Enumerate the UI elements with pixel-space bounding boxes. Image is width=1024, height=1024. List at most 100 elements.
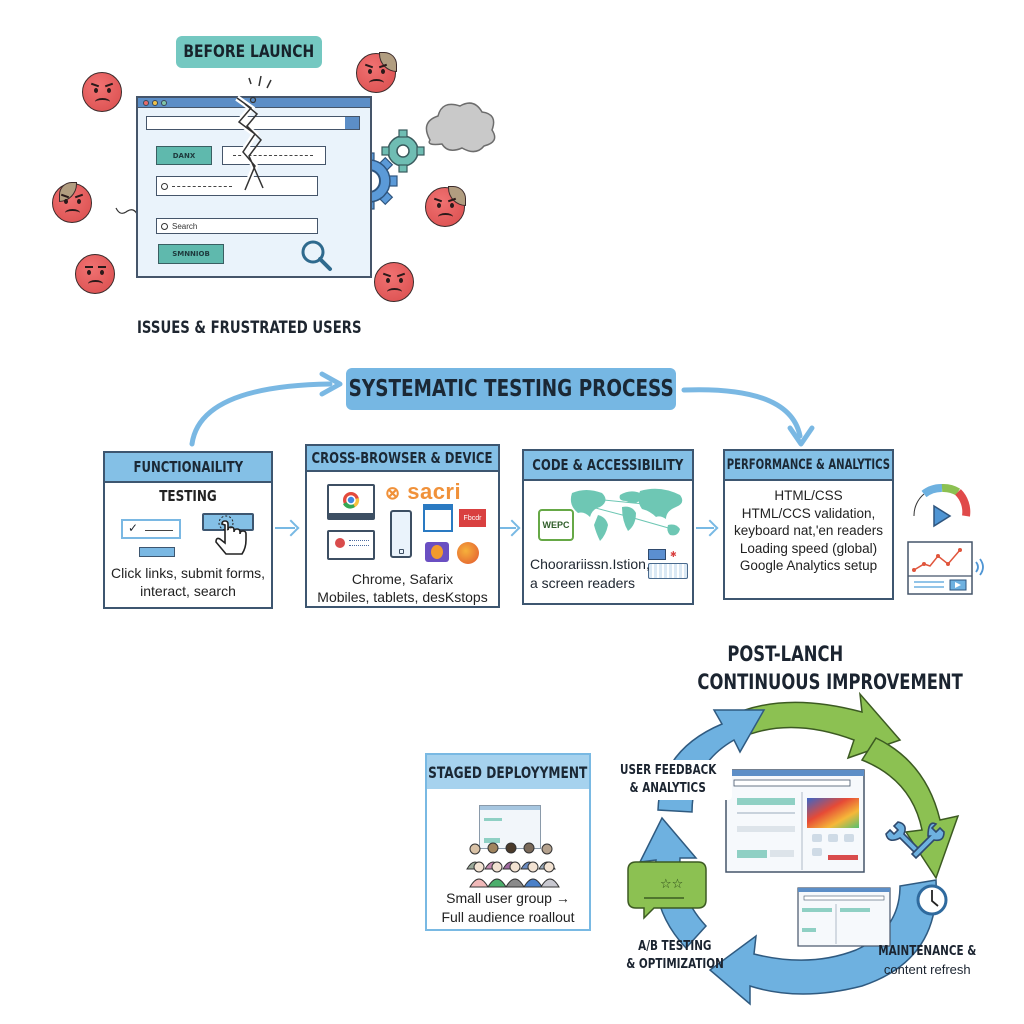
step-performance-analytics: PERFORMANCE & ANALYTICS HTML/CSS HTML/CC… bbox=[723, 449, 894, 600]
placeholder-line bbox=[172, 185, 232, 187]
label-maintenance: MAINTENANCE & content refresh bbox=[866, 943, 989, 979]
tile-text: Fbcdr bbox=[463, 514, 482, 522]
home-button bbox=[399, 549, 404, 554]
mock-button-bottom: SMNNIOB bbox=[158, 244, 224, 264]
step-title: CROSS-BROWSER & DEVICE bbox=[312, 449, 493, 467]
eye bbox=[368, 69, 372, 74]
eye bbox=[94, 88, 98, 93]
mouth bbox=[438, 213, 453, 221]
issues-caption: ISSUES & FRUSTRATED USERS bbox=[137, 318, 362, 338]
step-arrow-3 bbox=[696, 527, 714, 529]
eye bbox=[77, 199, 81, 204]
post-launch-title: POST-LANCH CONTINUOUS IMPROVEMENT bbox=[660, 640, 962, 696]
frustrated-user-face bbox=[374, 262, 414, 302]
frustrated-user-face bbox=[356, 52, 397, 93]
step-subtitle: TESTING bbox=[105, 487, 271, 505]
description-line: HTML/CSS bbox=[774, 488, 843, 503]
small-button-icon bbox=[139, 547, 175, 557]
flame bbox=[431, 545, 443, 559]
wrench-tools-icon bbox=[885, 821, 945, 860]
go-button bbox=[345, 117, 359, 129]
step-arrow-2 bbox=[500, 527, 516, 529]
magnifier-icon bbox=[301, 240, 332, 271]
step-subtitle-text: TESTING bbox=[159, 487, 217, 505]
flow-arrow-right bbox=[681, 387, 803, 439]
description-line: Chrome, Safarix bbox=[351, 571, 454, 587]
description-line: interact, search bbox=[140, 583, 236, 599]
crack-icon bbox=[234, 75, 272, 192]
step-code-accessibility: CODE & ACCESSIBILITY WEPC ✱ Choorariissn… bbox=[522, 449, 694, 605]
search-placeholder: Search bbox=[172, 221, 198, 231]
mouth bbox=[88, 280, 103, 288]
description-line: Choorariissn.Istion, bbox=[530, 556, 650, 572]
heatmap-thumbnail bbox=[807, 798, 859, 828]
flow-arrow-left bbox=[189, 381, 333, 447]
search-circle-icon bbox=[161, 222, 168, 230]
clock-icon bbox=[916, 884, 948, 916]
brow bbox=[98, 266, 106, 268]
checkbox-field-icon: ✓ bbox=[121, 519, 181, 539]
brow bbox=[74, 193, 84, 199]
label-line: & OPTIMIZATION bbox=[626, 957, 724, 972]
window-close-dot bbox=[143, 100, 149, 106]
analytics-dashboard-icon bbox=[907, 541, 984, 595]
step-header: FUNCTIONAILITY bbox=[105, 453, 271, 483]
step-functionality-testing: FUNCTIONAILITY TESTING ✓ Click links, su… bbox=[103, 451, 273, 609]
rating-feedback-icon: ☆☆ bbox=[627, 861, 707, 920]
staged-browser-icon bbox=[479, 805, 541, 849]
label-line: & ANALYTICS bbox=[630, 781, 707, 796]
post-launch-title-line2: CONTINUOUS IMPROVEMENT bbox=[697, 670, 963, 694]
browser-tile-icon bbox=[423, 504, 453, 532]
laptop-icon bbox=[648, 549, 666, 560]
monitor-icon bbox=[327, 484, 375, 520]
step-description: Choorariissn.Istion, a screen readers bbox=[530, 555, 650, 593]
mock-button-bottom-label: SMNNIOB bbox=[172, 250, 210, 258]
testing-process-title: SYSTEMATIC TESTING PROCESS bbox=[346, 368, 676, 410]
label-line: A/B TESTING bbox=[638, 939, 712, 954]
label-ab-testing: A/B TESTING & OPTIMIZATION bbox=[614, 938, 736, 974]
mouth bbox=[369, 79, 384, 87]
brow bbox=[90, 82, 100, 88]
radio-circle bbox=[161, 182, 168, 190]
eye bbox=[64, 199, 68, 204]
step-description: Click links, submit forms, interact, sea… bbox=[105, 564, 271, 600]
mouth bbox=[387, 288, 402, 296]
checkmark-icon: ✓ bbox=[128, 521, 139, 535]
brow bbox=[396, 272, 406, 278]
chrome-logo-icon bbox=[343, 492, 360, 509]
post-launch-title-line1: POST-LANCH bbox=[727, 642, 843, 666]
description-line: Mobiles, tablets, desKstops bbox=[317, 589, 488, 605]
label-line: MAINTENANCE & bbox=[878, 944, 977, 959]
badge-text: WEPC bbox=[542, 520, 570, 530]
step-header: CODE & ACCESSIBILITY bbox=[524, 451, 692, 481]
center-website-mockup bbox=[725, 769, 865, 873]
broken-website-mockup: DANX Search SMNNIOB bbox=[136, 96, 372, 278]
frustrated-user-face bbox=[52, 182, 92, 223]
mouth bbox=[65, 209, 80, 217]
brow bbox=[104, 82, 114, 88]
step-cross-browser-device: CROSS-BROWSER & DEVICE ⊗ sacri Fbcdr Chr… bbox=[305, 444, 500, 608]
window-minimize-dot bbox=[152, 100, 158, 106]
mock-button-top-label: DANX bbox=[172, 151, 196, 160]
eye bbox=[87, 270, 91, 275]
step-header: PERFORMANCE & ANALYTICS bbox=[725, 451, 892, 481]
description-line: HTML/CCS validation, bbox=[741, 505, 876, 521]
frustrated-user-face bbox=[425, 186, 466, 227]
description-line: a screen readers bbox=[530, 575, 636, 591]
description-line: Google Analytics setup bbox=[739, 558, 878, 573]
brow bbox=[382, 272, 392, 278]
app-logo bbox=[335, 538, 345, 548]
eye bbox=[381, 69, 385, 74]
performance-icons bbox=[907, 483, 984, 595]
eye bbox=[107, 88, 111, 93]
firefox-dev-icon bbox=[425, 542, 449, 562]
hand-pointer-icon bbox=[215, 515, 247, 555]
mock-search-field: Search bbox=[156, 218, 318, 234]
line bbox=[484, 818, 502, 821]
window-maximize-dot bbox=[161, 100, 167, 106]
description-line: keyboard nat,'en readers bbox=[734, 523, 883, 538]
description-line: Full audience roallout bbox=[441, 909, 575, 925]
frustrated-user-face bbox=[75, 254, 115, 294]
label-user-feedback: USER FEEDBACK & ANALYTICS bbox=[604, 760, 733, 800]
smoke-cloud-icon bbox=[425, 102, 496, 153]
